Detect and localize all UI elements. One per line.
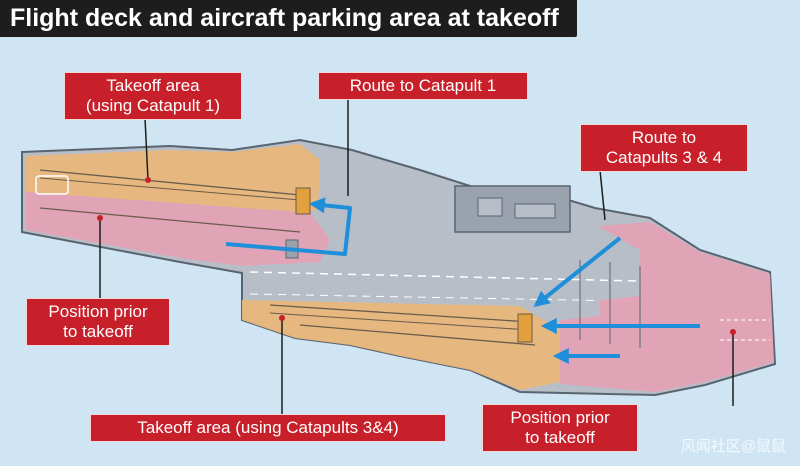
leader-takeoff-cat1 — [144, 117, 149, 181]
route-arrow-catapult-3 — [533, 236, 622, 307]
diagram-title: Flight deck and aircraft parking area at… — [0, 0, 577, 37]
watermark: 风闻社区@鼠鼠 — [680, 438, 786, 455]
takeoff-area-catapults-3-4 — [242, 300, 560, 390]
label-takeoff-area-catapults-3-4: Takeoff area (using Catapults 3&4) — [90, 414, 446, 442]
label-position-prior-left: Position prior to takeoff — [26, 298, 170, 346]
label-takeoff-area-catapult-1: Takeoff area (using Catapult 1) — [64, 72, 242, 120]
label-route-to-catapults-3-4: Route to Catapults 3 & 4 — [580, 124, 748, 172]
leader-route-cat34 — [599, 169, 606, 221]
parking-area-right — [560, 222, 774, 392]
route-arrow-catapult-1 — [225, 197, 352, 256]
label-route-to-catapult-1: Route to Catapult 1 — [318, 72, 528, 100]
label-position-prior-right: Position prior to takeoff — [482, 404, 638, 452]
